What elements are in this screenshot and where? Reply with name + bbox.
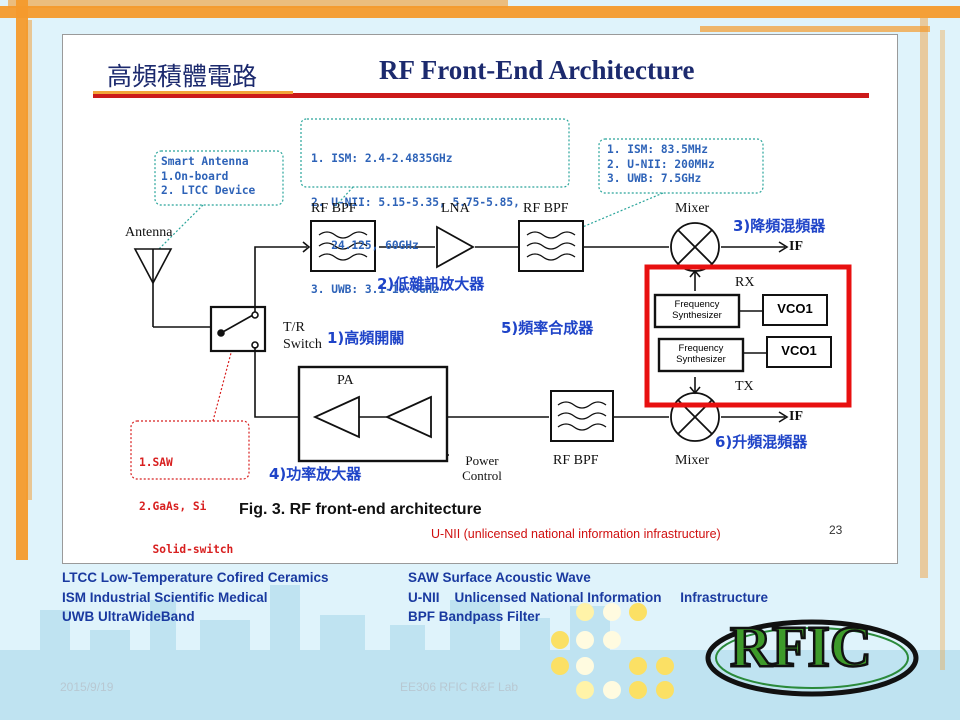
annotation-lna: 2)低雜訊放大器	[377, 275, 485, 293]
label-mixer-bottom: Mixer	[675, 453, 710, 468]
page-title-chinese: 高頻積體電路	[107, 62, 258, 91]
antenna-icon	[133, 248, 211, 328]
glossary-saw: SAW Surface Acoustic Wave	[408, 570, 591, 585]
label-if-bottom: IF	[789, 409, 803, 424]
annotation-pa: 4)功率放大器	[269, 465, 362, 483]
diagram-wiring	[93, 91, 869, 480]
glossary-uwb: UWB UltraWideBand	[62, 609, 195, 624]
vco-box-2	[766, 336, 832, 368]
label-vco-2: VCO1	[781, 343, 817, 358]
callout-if-bands	[598, 138, 764, 194]
note-if-bands: 1. ISM: 83.5MHz 2. U-NII: 200MHz 3. UWB:…	[607, 143, 715, 185]
tr-switch-symbol	[209, 305, 267, 353]
glossary-bpf: BPF Bandpass Filter	[408, 609, 541, 624]
rf-bpf-2-symbol	[518, 220, 584, 272]
glossary-ism: ISM Industrial Scientific Medical	[62, 590, 268, 605]
label-power-control: Power Control	[462, 453, 502, 483]
annotation-tr-switch: 1)高頻開關	[327, 329, 405, 347]
label-freq-synth-2: Frequency Synthesizer	[676, 343, 726, 365]
annotation-down-mixer: 3)降頻混頻器	[733, 217, 826, 235]
note-smart-antenna: Smart Antenna 1.On-board 2. LTCC Device	[161, 155, 256, 197]
footer-center: EE306 RFIC R&F Lab	[400, 680, 519, 694]
label-tr-switch: T/R Switch	[283, 320, 322, 352]
figure-caption: Fig. 3. RF front-end architecture	[239, 501, 482, 518]
annotation-freq-synth: 5)頻率合成器	[501, 319, 594, 337]
label-lna: LNA	[441, 201, 470, 216]
pa-symbol	[297, 365, 449, 463]
annotation-up-mixer: 6)升頻混頻器	[715, 433, 808, 451]
logo-text: RFIC	[730, 614, 872, 679]
rf-bpf-1-symbol	[310, 220, 376, 272]
label-antenna: Antenna	[125, 225, 173, 240]
label-rf-bpf-2: RF BPF	[523, 201, 569, 216]
label-vco-1: VCO1	[777, 301, 813, 316]
glossary-ltcc: LTCC Low-Temperature Cofired Ceramics	[62, 570, 329, 585]
label-if-top: IF	[789, 239, 803, 254]
rf-bpf-3-symbol	[550, 390, 614, 442]
label-rx: RX	[735, 275, 755, 290]
callout-switch-types	[130, 420, 250, 480]
rfic-logo: RFIC	[705, 613, 919, 697]
vco-box-1	[762, 294, 828, 326]
lna-symbol	[436, 225, 475, 269]
note-switch-types: 1.SAW 2.GaAs, Si Solid-switch	[139, 456, 234, 556]
label-rf-bpf-1: RF BPF	[311, 201, 357, 216]
highlight-frequency-synthesizer	[644, 264, 852, 408]
figure-subcaption: U-NII (unlicensed national information i…	[431, 527, 721, 541]
label-rf-bpf-3: RF BPF	[553, 453, 599, 468]
glossary-unii: U-NII Unlicensed National Information In…	[408, 590, 769, 605]
footer-date: 2015/9/19	[60, 680, 114, 694]
diagram-panel: 高頻積體電路 RF Front-End Architecture Smart A…	[62, 34, 898, 564]
mixer-top-symbol	[670, 222, 720, 272]
page-number: 23	[829, 523, 843, 537]
mixer-bottom-symbol	[670, 392, 720, 442]
label-tx: TX	[735, 379, 754, 394]
label-mixer-top: Mixer	[675, 201, 710, 216]
label-freq-synth-1: Frequency Synthesizer	[672, 299, 722, 321]
freq-synth-box-2	[657, 337, 745, 373]
page-title: RF Front-End Architecture	[379, 55, 695, 85]
label-pa: PA	[337, 373, 354, 388]
callout-smart-antenna	[154, 150, 284, 206]
note-bands: 1. ISM: 2.4-2.4835GHz 2. U-NII: 5.15-5.3…	[311, 152, 520, 296]
title-underline	[93, 93, 869, 98]
